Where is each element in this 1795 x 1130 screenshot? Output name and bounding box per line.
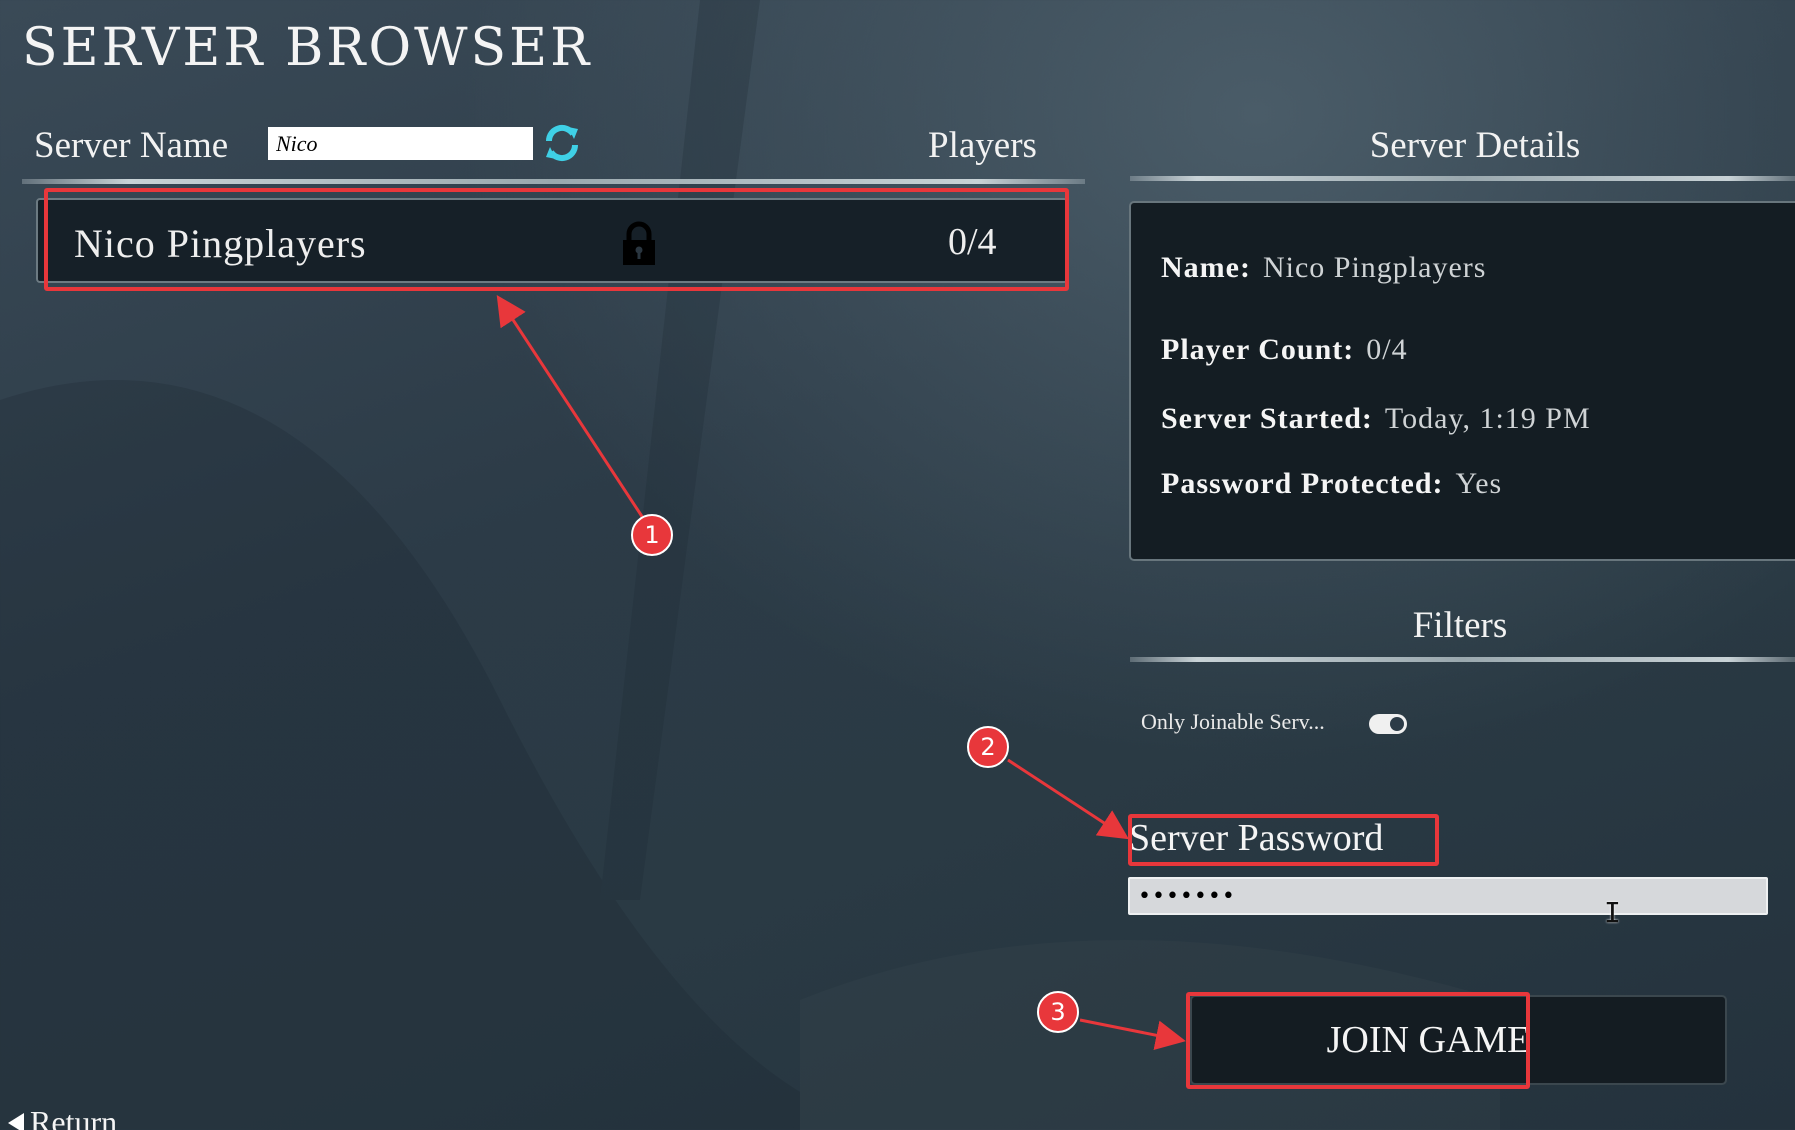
detail-server-started: Server Started: Today, 1:19 PM <box>1161 402 1591 436</box>
join-game-button[interactable]: JOIN GAME <box>1190 995 1727 1085</box>
filters-title: Filters <box>1412 605 1508 646</box>
list-divider <box>22 179 1085 184</box>
toggle-knob <box>1390 717 1404 731</box>
refresh-icon[interactable] <box>541 122 583 164</box>
only-joinable-toggle[interactable] <box>1369 714 1407 734</box>
server-details-title: Server Details <box>1369 125 1581 166</box>
back-arrow-icon <box>8 1112 24 1130</box>
detail-server-started-value: Today, 1:19 PM <box>1384 402 1591 435</box>
join-game-label: JOIN GAME <box>1326 1019 1531 1061</box>
server-row-name: Nico Pingplayers <box>74 221 367 266</box>
server-row-players: 0/4 <box>948 221 997 263</box>
only-joinable-label: Only Joinable Serv... <box>1141 709 1325 734</box>
server-password-input[interactable] <box>1128 877 1768 915</box>
detail-player-count-value: 0/4 <box>1366 333 1408 366</box>
detail-name-value: Nico Pingplayers <box>1262 251 1487 284</box>
server-password-label: Server Password <box>1129 817 1384 859</box>
detail-player-count: Player Count: 0/4 <box>1161 333 1408 367</box>
server-row[interactable]: Nico Pingplayers 0/4 <box>36 198 1068 283</box>
detail-server-started-label: Server Started: <box>1161 402 1373 435</box>
detail-password-protected-value: Yes <box>1455 467 1503 500</box>
return-button[interactable]: Return <box>8 1104 117 1130</box>
detail-name: Name: Nico Pingplayers <box>1161 251 1486 285</box>
detail-name-label: Name: <box>1161 251 1251 284</box>
detail-password-protected: Password Protected: Yes <box>1161 467 1502 501</box>
text-cursor-icon: I <box>1604 896 1621 929</box>
annotation-badge-3: 3 <box>1037 991 1079 1033</box>
annotation-badge-1: 1 <box>631 514 673 556</box>
return-label: Return <box>30 1104 118 1130</box>
server-details-panel: Name: Nico Pingplayers Player Count: 0/4 S… <box>1129 201 1795 561</box>
lock-icon <box>623 221 655 265</box>
page-title: SERVER BROWSER <box>22 18 593 78</box>
details-divider <box>1130 176 1795 181</box>
detail-player-count-label: Player Count: <box>1161 333 1355 366</box>
players-column-header: Players <box>928 125 1037 166</box>
server-name-label: Server Name <box>34 125 229 166</box>
annotation-badge-2: 2 <box>967 726 1009 768</box>
detail-password-protected-label: Password Protected: <box>1161 467 1444 500</box>
filters-divider <box>1130 657 1795 662</box>
server-name-search-input[interactable] <box>268 127 533 160</box>
